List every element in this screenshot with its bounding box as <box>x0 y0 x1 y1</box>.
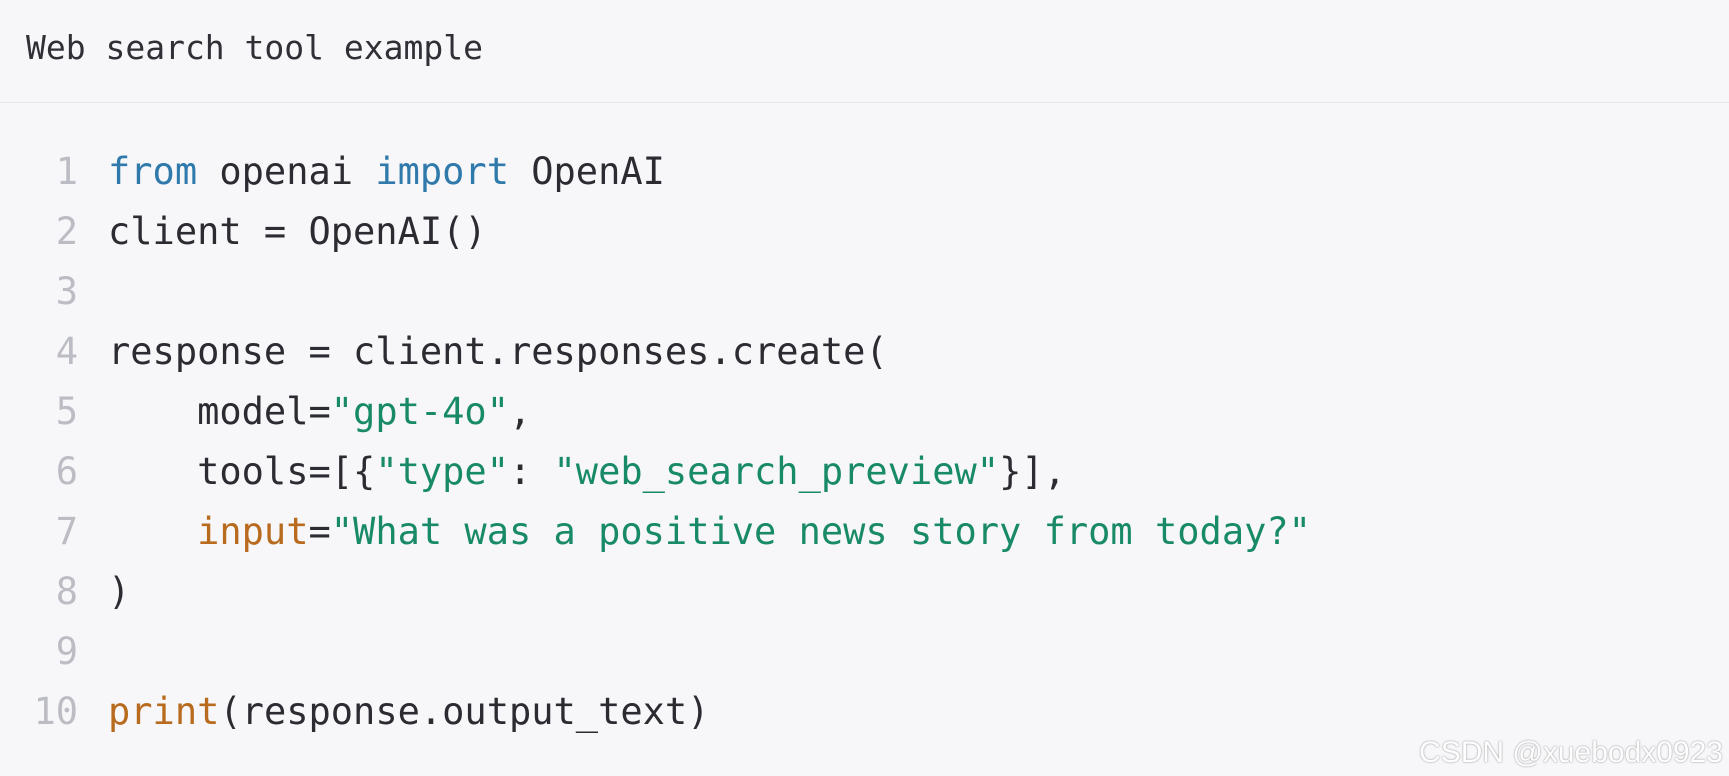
code-token-string: "web_search_preview" <box>553 450 1000 493</box>
code-token-plain: (response.output_text) <box>219 690 710 733</box>
code-token-plain: openai <box>197 150 376 193</box>
code-token-plain: : <box>508 450 554 493</box>
code-token-builtin: print <box>108 690 220 733</box>
code-line: 6 tools=[{"type": "web_search_preview"}]… <box>0 442 1729 502</box>
code-token-keyword: from <box>108 150 198 193</box>
line-code: response = client.responses.create( <box>108 322 888 382</box>
code-line: 1 from openai import OpenAI <box>0 142 1729 202</box>
code-line: 10 print(response.output_text) <box>0 682 1729 742</box>
line-code: print(response.output_text) <box>108 682 709 742</box>
code-token-plain: tools=[{ <box>108 450 376 493</box>
line-number: 8 <box>55 570 78 613</box>
line-code: model="gpt-4o", <box>108 382 531 442</box>
code-token-plain <box>108 510 197 553</box>
line-code: input="What was a positive news story fr… <box>108 502 1311 562</box>
code-token-plain: , <box>508 390 532 433</box>
code-line: 3 <box>0 262 1729 322</box>
code-token-plain: model= <box>108 390 331 433</box>
code-token-plain: = <box>308 510 331 553</box>
code-block[interactable]: 1 from openai import OpenAI 2 client = Open… <box>0 142 1729 742</box>
line-code: tools=[{"type": "web_search_preview"}], <box>108 442 1066 502</box>
code-panel-title: Web search tool example <box>26 28 483 67</box>
code-line: 8) <box>0 562 1729 622</box>
line-code: ) <box>108 562 130 622</box>
code-token-string: "type" <box>375 450 509 493</box>
code-line: 4 response = client.responses.create( <box>0 322 1729 382</box>
line-number: 7 <box>55 510 78 553</box>
line-number: 5 <box>55 390 78 433</box>
code-token-param: input <box>197 510 309 553</box>
line-number: 3 <box>55 270 78 313</box>
code-line: 2 client = OpenAI() <box>0 202 1729 262</box>
code-token-plain: client = OpenAI() <box>108 210 487 253</box>
line-code: from openai import OpenAI <box>108 142 665 202</box>
code-token-string: "What was a positive news story from tod… <box>330 510 1311 553</box>
line-number: 1 <box>55 150 78 193</box>
line-number: 9 <box>55 630 78 673</box>
code-token-plain: response = client.responses.create( <box>108 330 888 373</box>
code-line: 9 <box>0 622 1729 682</box>
line-number: 2 <box>55 210 78 253</box>
code-token-plain: ) <box>108 570 131 613</box>
code-panel-header: Web search tool example <box>0 0 1729 103</box>
code-token-plain: }], <box>999 450 1066 493</box>
line-number: 6 <box>55 450 78 493</box>
code-line: 7 input="What was a positive news story … <box>0 502 1729 562</box>
code-token-keyword: import <box>375 150 509 193</box>
line-number: 10 <box>33 690 78 733</box>
line-code: client = OpenAI() <box>108 202 487 262</box>
watermark: CSDN @xuebodx0923 <box>1419 736 1723 769</box>
code-line: 5 model="gpt-4o", <box>0 382 1729 442</box>
code-token-plain: OpenAI <box>508 150 665 193</box>
line-number: 4 <box>55 330 78 373</box>
code-token-string: "gpt-4o" <box>330 390 509 433</box>
